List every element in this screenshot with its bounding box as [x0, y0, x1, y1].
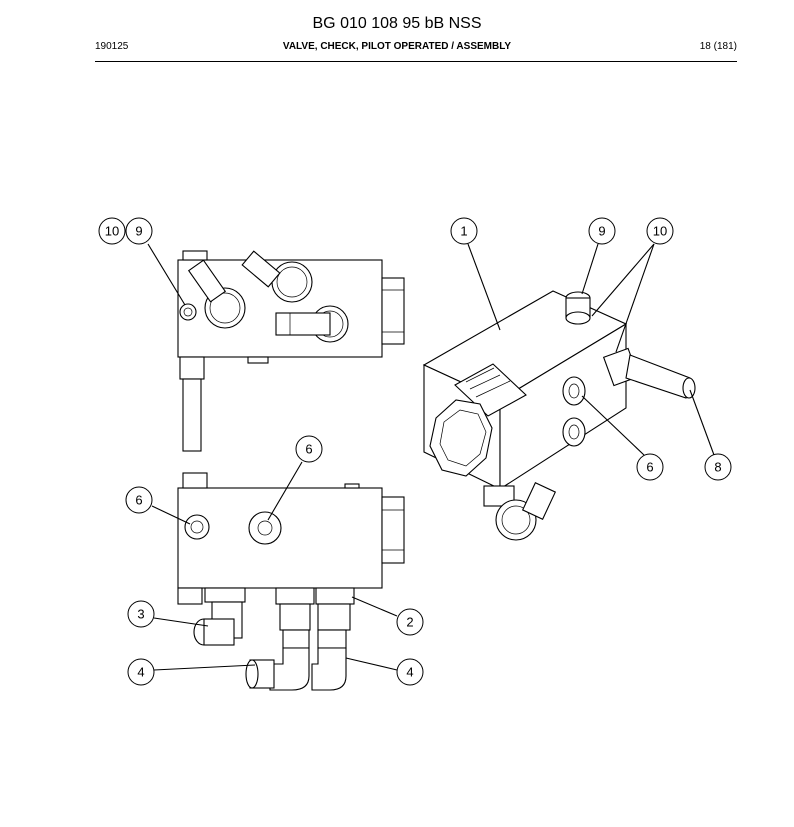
svg-text:9: 9 — [598, 224, 605, 239]
header-rule — [95, 61, 737, 62]
svg-text:8: 8 — [714, 460, 721, 475]
svg-text:1: 1 — [460, 224, 467, 239]
callout-10-isometric: 10 — [646, 217, 674, 245]
document-number: 190125 — [95, 41, 129, 52]
page-number: 18 (181) — [699, 41, 737, 52]
top-view — [177, 250, 405, 452]
svg-text:6: 6 — [135, 493, 142, 508]
callout-6-front-left: 6 — [125, 486, 153, 514]
svg-text:10: 10 — [105, 224, 119, 239]
callout-2: 2 — [396, 608, 424, 636]
front-view — [177, 472, 405, 691]
svg-text:10: 10 — [653, 224, 667, 239]
svg-text:6: 6 — [305, 442, 312, 457]
callout-6-isometric: 6 — [636, 453, 664, 481]
svg-text:4: 4 — [406, 665, 413, 680]
callout-4-left: 4 — [127, 658, 155, 686]
callout-9-isometric: 9 — [588, 217, 616, 245]
isometric-view — [422, 290, 696, 541]
leader-lines — [147, 243, 715, 671]
svg-text:4: 4 — [137, 665, 144, 680]
callout-9-top-view: 9 — [125, 217, 153, 245]
callout-4-right: 4 — [396, 658, 424, 686]
callout-1: 1 — [450, 217, 478, 245]
document-title: BG 010 108 95 bB NSS — [312, 15, 482, 32]
callout-6-front-center: 6 — [295, 435, 323, 463]
svg-text:9: 9 — [135, 224, 142, 239]
svg-text:6: 6 — [646, 460, 653, 475]
callout-10-top-view: 10 — [98, 217, 126, 245]
document-subtitle: VALVE, CHECK, PILOT OPERATED / ASSEMBLY — [282, 41, 512, 52]
svg-text:2: 2 — [406, 615, 413, 630]
callout-3: 3 — [127, 600, 155, 628]
svg-text:3: 3 — [137, 607, 144, 622]
callout-8: 8 — [704, 453, 732, 481]
